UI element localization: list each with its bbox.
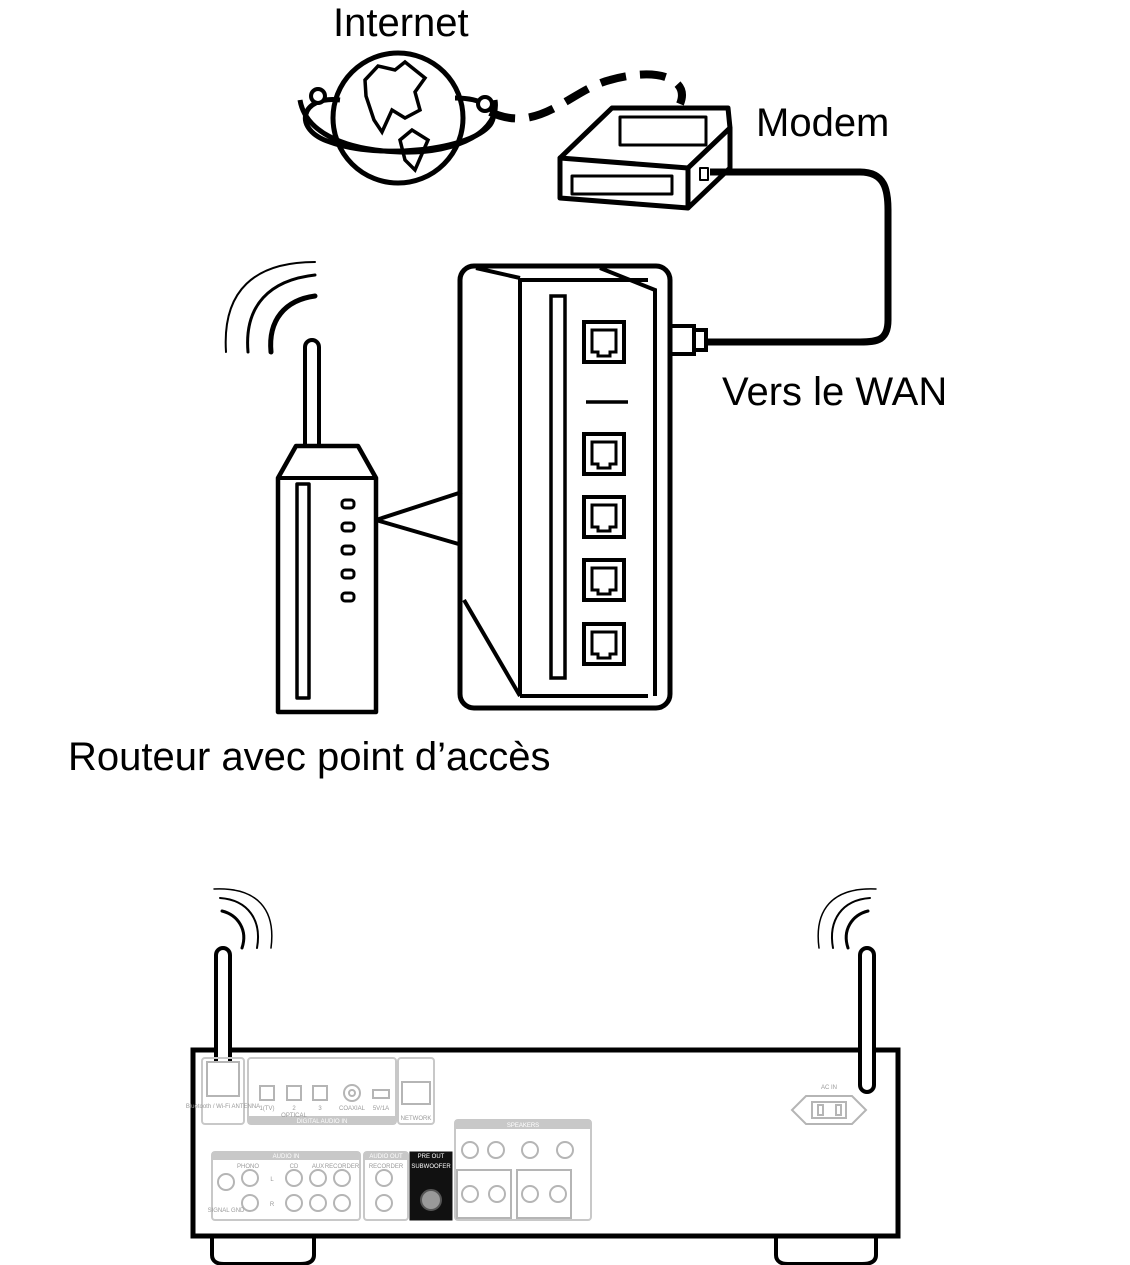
amplifier-rear-panel: Bluetooth / Wi-Fi ANTENNA 1(TV) 2 OPTICA… [186,888,901,1265]
optical-3-label: 3 [318,1106,322,1112]
wifi-signal-icon [224,261,318,355]
modem-label: Modem [756,101,890,145]
globe-icon [297,50,498,186]
speakers-label: SPEAKERS [507,1123,539,1129]
usb-label: 5V/1A [373,1106,389,1112]
lan-port-icon [582,495,626,539]
aux-label: AUX [312,1164,324,1170]
zoom-callout [375,490,463,547]
router-icon [275,338,379,715]
lan-port-icon [582,432,626,476]
audio-in-label: AUDIO IN [273,1154,300,1160]
network-label: NETWORK [401,1116,432,1122]
wan-port-icon [582,320,626,364]
wan-label: Vers le WAN [722,370,948,414]
recorder-out-label: RECORDER [369,1164,404,1170]
internet-label: Internet [333,1,469,45]
internet-link-dashed [488,70,686,123]
right-wifi-signal-icon [817,888,877,950]
left-channel-label: L [270,1177,274,1183]
ac-in-label: AC IN [821,1085,837,1091]
recorder-label: RECORDER [325,1164,360,1170]
left-wifi-signal-icon [213,888,273,950]
right-channel-label: R [270,1202,275,1208]
lan-port-icon [582,558,626,602]
lan-port-icon [582,622,626,666]
audio-out-label: AUDIO OUT [369,1154,403,1160]
phono-label: PHONO [237,1164,259,1170]
tv-label: 1(TV) [260,1106,275,1112]
right-antenna-icon [858,946,876,1094]
wan-cable [708,168,892,346]
bt-antenna-label: Bluetooth / Wi-Fi ANTENNA [186,1104,260,1110]
optical-2-label: 2 [292,1106,296,1112]
router-label: Routeur avec point d’accès [68,735,551,779]
pre-out-label: PRE OUT [418,1154,445,1160]
signal-gnd-label: SIGNAL GND [208,1208,245,1214]
coaxial-label: COAXIAL [339,1106,366,1112]
optical-label: OPTICAL [281,1113,307,1119]
cd-label: CD [290,1164,299,1170]
subwoofer-label: SUBWOOFER [411,1164,451,1170]
modem-icon [557,105,733,211]
router-port-panel [457,263,673,711]
digital-audio-in-label: DIGITAL AUDIO IN [297,1119,348,1125]
